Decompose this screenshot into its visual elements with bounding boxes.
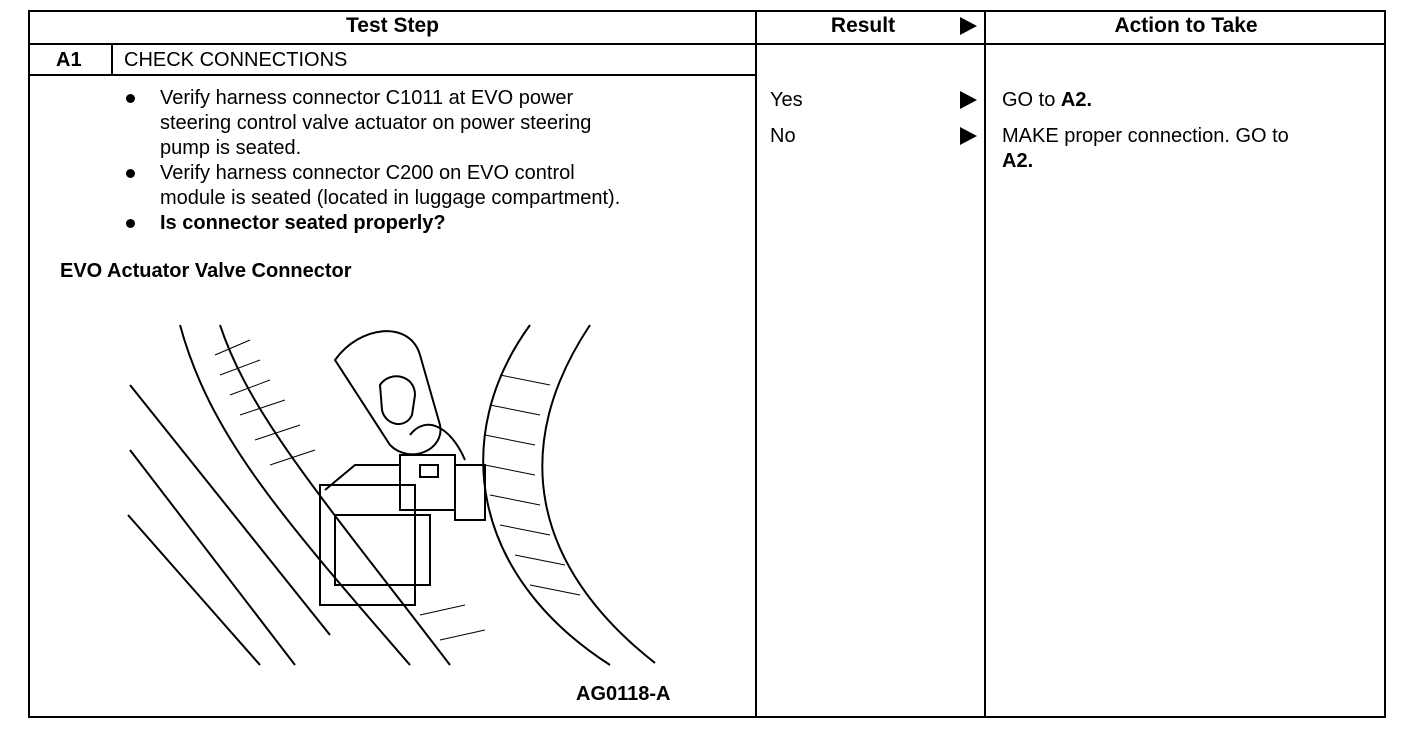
action-no-line-1: MAKE proper connection. GO to — [1002, 125, 1289, 147]
yes-arrow-icon — [960, 91, 977, 109]
bullet-2-icon — [126, 169, 135, 178]
header-divider — [28, 43, 1386, 45]
result-yes: Yes — [770, 89, 803, 111]
connector-illustration — [127, 324, 656, 666]
bullet-1-line-1: Verify harness connector C1011 at EVO po… — [160, 87, 574, 109]
bullet-3-icon — [126, 219, 135, 228]
action-yes: GO to A2. — [1002, 88, 1092, 113]
step-id: A1 — [56, 49, 82, 71]
action-yes-target: A2. — [1060, 89, 1093, 111]
bullet-2-line-2: module is seated (located in luggage com… — [160, 187, 621, 209]
bullet-1-line-3: pump is seated. — [160, 137, 302, 159]
header-action: Action to Take — [1114, 14, 1258, 37]
step-title-divider — [28, 74, 756, 76]
bullet-2-line-1: Verify harness connector C200 on EVO con… — [160, 162, 575, 184]
no-arrow-icon — [960, 127, 977, 145]
bullet-1-icon — [126, 94, 135, 103]
header-test-step: Test Step — [346, 14, 439, 37]
col-divider-test-result — [755, 10, 757, 718]
troubleshooting-table — [28, 10, 1386, 718]
step-id-divider — [111, 44, 113, 74]
step-title: CHECK CONNECTIONS — [124, 49, 348, 71]
action-yes-prefix: GO to — [1002, 89, 1061, 111]
bullet-1-line-2: steering control valve actuator on power… — [160, 112, 592, 134]
header-result: Result — [830, 14, 896, 37]
action-no-target: A2. — [1002, 150, 1034, 172]
result-no: No — [770, 125, 796, 147]
header-arrow-icon — [960, 17, 977, 35]
figure-id: AG0118-A — [576, 683, 671, 705]
bullet-3-question: Is connector seated properly? — [160, 212, 446, 234]
figure-caption: EVO Actuator Valve Connector — [60, 260, 352, 282]
col-divider-result-action — [984, 10, 986, 718]
